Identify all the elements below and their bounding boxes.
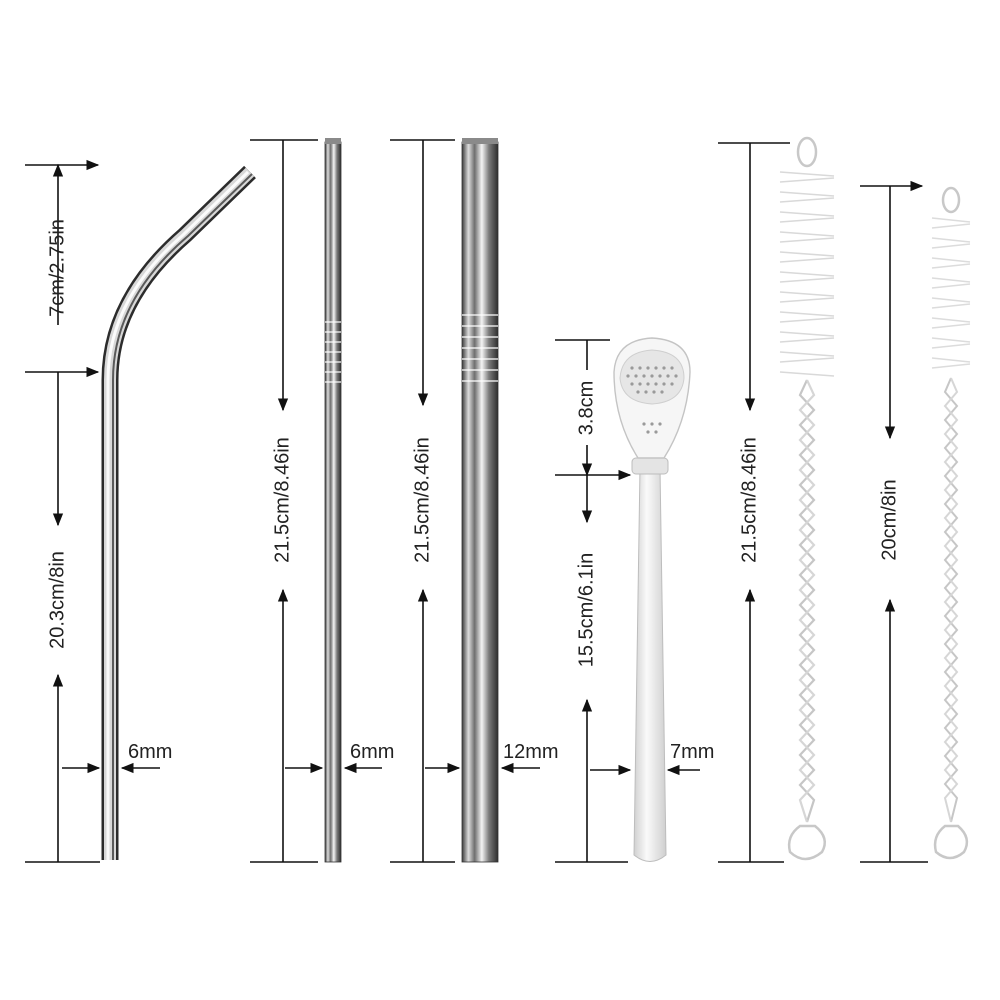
spoon-straw — [613, 337, 691, 862]
bent-straw-top-length-label: 7cm/2.75in — [46, 219, 68, 317]
thin-straw-diameter-label: 6mm — [350, 741, 394, 763]
long-brush-length-label: 21.5cm/8.46in — [738, 437, 760, 563]
short-brush-length-label: 20cm/8in — [878, 479, 900, 560]
wide-straw-length-label: 21.5cm/8.46in — [411, 437, 433, 563]
spoon-straw-filter-holes — [626, 366, 678, 434]
thin-straw — [324, 138, 342, 863]
spoon-straw-head-length-label: 3.8cm — [575, 381, 597, 435]
bent-straw — [101, 165, 256, 860]
wide-straw-dimensions — [390, 139, 540, 863]
spoon-straw-dimensions — [555, 339, 700, 863]
spoon-straw-shaft-length-label: 15.5cm/6.1in — [575, 553, 597, 668]
short-brush-dimensions — [860, 180, 928, 863]
spoon-straw-diameter-label: 7mm — [670, 741, 714, 763]
thin-straw-dimensions — [250, 139, 382, 863]
wide-straw-grip-rings — [462, 314, 498, 382]
bent-straw-dimensions — [25, 159, 160, 863]
thin-straw-grip-rings — [325, 321, 341, 383]
long-cleaning-brush — [779, 136, 835, 861]
thin-straw-length-label: 21.5cm/8.46in — [271, 437, 293, 563]
long-brush-dimensions — [718, 142, 790, 863]
bent-straw-diameter-label: 6mm — [128, 741, 172, 763]
short-cleaning-brush — [931, 186, 971, 860]
bent-straw-bottom-length-label: 20.3cm/8in — [46, 551, 68, 649]
wide-straw — [461, 138, 499, 863]
wide-straw-diameter-label: 12mm — [503, 741, 559, 763]
